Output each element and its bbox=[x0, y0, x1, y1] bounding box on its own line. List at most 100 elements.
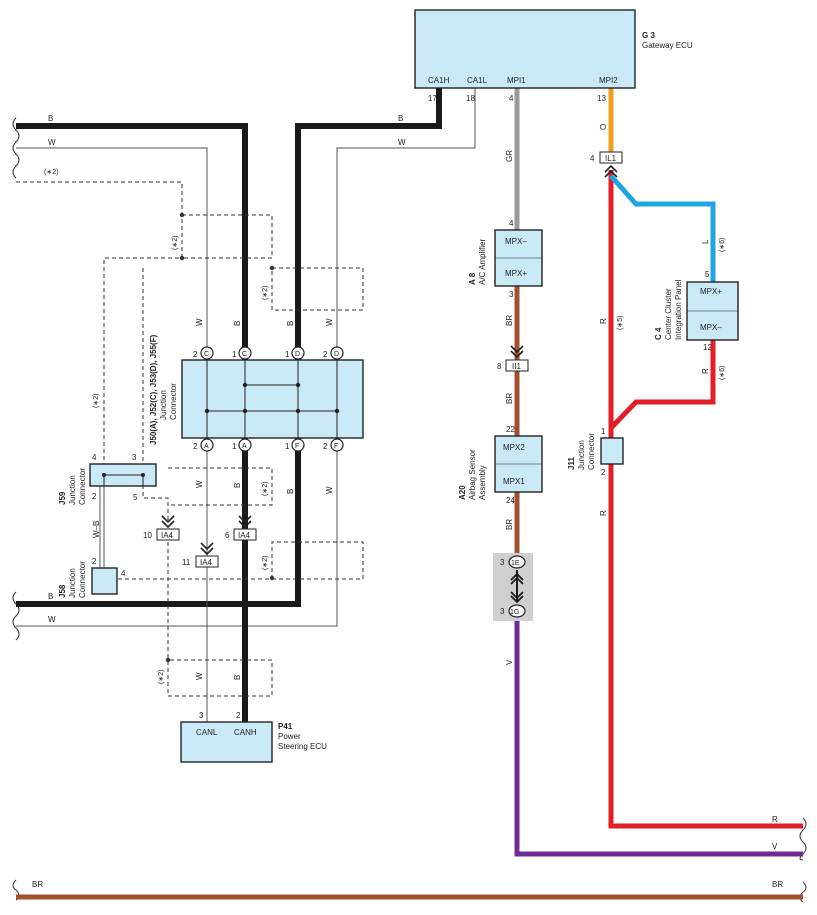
j59-junction-connector: 4 3 2 5 J59 Junction Connector bbox=[58, 453, 157, 505]
g3-pin-mpi1: MPI1 bbox=[507, 76, 526, 85]
wire-b-g3 bbox=[295, 88, 442, 360]
j11-junction-connector: 1 2 J11 Junction Connector bbox=[567, 427, 624, 477]
ia4-connectors: IA4 10 IA4 6 IA4 11 bbox=[143, 515, 257, 568]
gateway-ecu: G 3 Gateway ECU CA1H CA1L MPI1 MPI2 17 1… bbox=[414, 9, 693, 103]
note-2: (∗2) bbox=[262, 482, 269, 496]
p41-power-steering-ecu: CANL CANH 3 2 P41 Power Steering ECU bbox=[180, 711, 327, 763]
j50-name-1: Junction bbox=[159, 390, 168, 420]
1g-label: 1G bbox=[510, 609, 519, 616]
wire-label: BR bbox=[505, 315, 514, 326]
g3-pin-num: 4 bbox=[509, 94, 514, 103]
g3-code: G 3 bbox=[642, 31, 655, 40]
j50-pin-num: 1 bbox=[232, 350, 237, 359]
j59-pin: 5 bbox=[133, 493, 138, 502]
ia4-num: 11 bbox=[182, 558, 191, 567]
ia4-label: IA4 bbox=[200, 558, 213, 567]
wire-b-top bbox=[16, 123, 248, 360]
j50-pin-num: 1 bbox=[232, 442, 237, 451]
wire-label: W bbox=[398, 138, 406, 147]
wire-label: W bbox=[195, 672, 204, 680]
footnote-marks: (∗2) (∗2) (∗2) (∗2) (∗2) (∗2) (∗2) (∗5) … bbox=[44, 169, 726, 684]
ia4-num: 10 bbox=[143, 531, 152, 540]
wire-label: W bbox=[48, 615, 56, 624]
a20-pin-num: 24 bbox=[506, 496, 515, 505]
a8-name: A/C Amplifier bbox=[478, 238, 487, 285]
j59-code: J59 bbox=[58, 491, 67, 505]
a20-code: A20 bbox=[458, 485, 467, 500]
wire-label: W bbox=[325, 318, 334, 326]
g3-pin-num: 18 bbox=[466, 94, 475, 103]
j11-pin: 1 bbox=[601, 427, 606, 436]
wire-label: W–B bbox=[92, 521, 101, 538]
wire-w-top bbox=[16, 147, 208, 360]
wire-r-c4 bbox=[609, 340, 716, 430]
wire-color-labels: B W B W B W R V BR BR GR BR BR BR V O R … bbox=[32, 114, 783, 889]
wire-label: R bbox=[701, 368, 710, 374]
note-5: (∗5) bbox=[617, 316, 624, 330]
g3-pin-ca1h: CA1H bbox=[428, 76, 450, 85]
j59-name-2: Connector bbox=[78, 468, 87, 505]
1e-num: 3 bbox=[500, 558, 505, 567]
j50-name-2: Connector bbox=[169, 383, 178, 420]
note-2: (∗2) bbox=[158, 670, 165, 684]
g3-pin-num: 17 bbox=[428, 94, 437, 103]
c4-name-1: Center Cluster bbox=[664, 288, 673, 340]
a20-pin-label: MPX1 bbox=[503, 477, 525, 486]
j50-pin-num: 1 bbox=[285, 350, 290, 359]
il1-connector: IL1 4 bbox=[590, 151, 623, 178]
a20-airbag-sensor: MPX2 MPX1 22 24 A20 Airbag Sensor Assemb… bbox=[458, 425, 543, 505]
ia4-label: IA4 bbox=[238, 531, 251, 540]
j50-pin-num: 2 bbox=[193, 350, 198, 359]
wire-label: B bbox=[398, 114, 403, 123]
p41-name-1: Power bbox=[278, 732, 301, 741]
wire-label: W bbox=[325, 486, 334, 494]
j50-pin-num: 2 bbox=[193, 442, 198, 451]
j50-pin-num: 2 bbox=[323, 442, 328, 451]
j58-pin: 4 bbox=[121, 569, 126, 578]
j50-pin-letter: A bbox=[242, 443, 247, 450]
ii1-num: 8 bbox=[497, 362, 502, 371]
g3-pin-mpi2: MPI2 bbox=[599, 76, 618, 85]
ii1-connector: II1 8 bbox=[497, 345, 529, 372]
a8-pin-label: MPX– bbox=[505, 237, 527, 246]
p41-code: P41 bbox=[278, 722, 293, 731]
wire-label: V bbox=[505, 659, 514, 665]
wire-r bbox=[608, 170, 803, 829]
j11-name-2: Connector bbox=[587, 433, 596, 470]
c4-name-2: Integration Panel bbox=[674, 279, 683, 340]
j59-pin: 2 bbox=[92, 492, 97, 501]
wire-label: W bbox=[195, 318, 204, 326]
p41-pin-label: CANL bbox=[196, 728, 218, 737]
a8-pin-label: MPX+ bbox=[505, 269, 527, 278]
j50-pin-letter: F bbox=[334, 443, 338, 450]
j50-pin-num: 2 bbox=[323, 350, 328, 359]
optional-routes bbox=[16, 181, 364, 697]
wire-l bbox=[609, 174, 716, 282]
a20-pin-num: 22 bbox=[506, 425, 515, 434]
j59-pin: 3 bbox=[132, 453, 137, 462]
j50-pin-letter: C bbox=[242, 351, 247, 358]
j50-code: J50(A), J52(C), J53(D), J55(F) bbox=[149, 334, 158, 445]
wire-label: B bbox=[286, 489, 295, 494]
j58-name-1: Junction bbox=[68, 568, 77, 598]
wire-label: B bbox=[233, 675, 242, 680]
wire-label: W bbox=[195, 480, 204, 488]
j50-pin-letter: F bbox=[295, 443, 299, 450]
1e-1g-connectors: 1E 1G 3 3 bbox=[493, 553, 533, 621]
p41-pin-num: 2 bbox=[236, 711, 241, 720]
break-marks-left bbox=[12, 117, 20, 901]
wire-w-bottom bbox=[16, 438, 338, 627]
wire-wb bbox=[99, 486, 105, 568]
wire-label: BR bbox=[772, 880, 783, 889]
il1-num: 4 bbox=[590, 154, 595, 163]
note-6: (∗6) bbox=[719, 238, 726, 252]
a20-name-2: Assembly bbox=[478, 465, 487, 500]
a8-pin-num: 4 bbox=[509, 219, 514, 228]
p41-name-2: Steering ECU bbox=[278, 742, 327, 751]
ii1-label: II1 bbox=[512, 362, 521, 371]
wire-label: W bbox=[48, 138, 56, 147]
j58-name-2: Connector bbox=[78, 561, 87, 598]
wire-label: R bbox=[599, 318, 608, 324]
j50-pin-num: 1 bbox=[285, 442, 290, 451]
wire-label: V bbox=[772, 842, 778, 851]
